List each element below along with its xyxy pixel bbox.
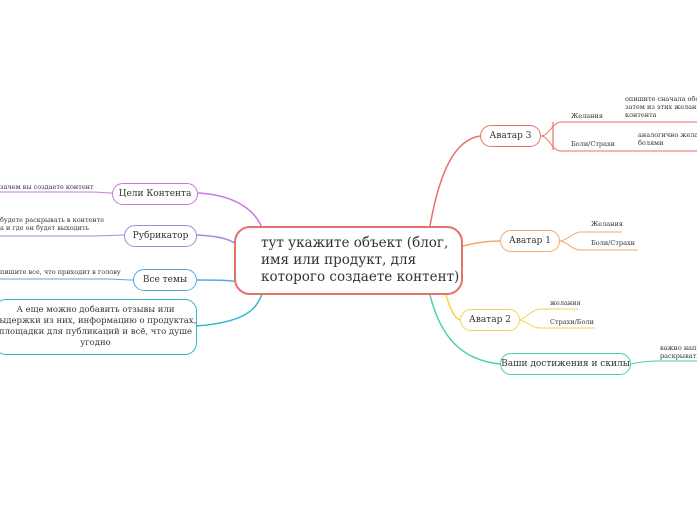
avatar3-pains-note-2[interactable]: болями	[638, 139, 664, 147]
avatar3-pains[interactable]: Боли/Страхи	[571, 140, 615, 148]
central-line-2: имя или продукт, для	[261, 252, 417, 268]
connector-avatar2	[445, 294, 461, 321]
avatar2-wishes[interactable]: желания	[550, 299, 581, 307]
node-achievements[interactable]: Ваши достижения и скилы	[500, 353, 631, 375]
central-line-3: которого создаете контент)	[261, 269, 460, 285]
reviews-line-1: А еще можно добавить отзывы или	[16, 305, 175, 315]
connector-avatar3	[429, 135, 481, 227]
node-rubricator[interactable]: Рубрикатор	[124, 225, 197, 247]
rubricator-note-1[interactable]: будете раскрывать в контенте	[0, 216, 105, 224]
connector-achievements-sub	[630, 360, 697, 365]
node-avatar3-label: Аватар 3	[489, 131, 532, 141]
connector-avatar1	[462, 240, 501, 247]
connector-avatar3-sub	[540, 121, 625, 137]
connector-goals	[197, 192, 263, 229]
connector-avatar1-sub	[559, 231, 622, 242]
node-avatar1-label: Аватар 1	[509, 236, 551, 246]
avatar2-pains[interactable]: Страхи/Боли	[550, 318, 594, 326]
node-rubricator-label: Рубрикатор	[132, 231, 189, 241]
avatar3-wishes-note-2[interactable]: затем из этих желаний с	[625, 103, 697, 111]
node-goals-label: Цели Контента	[118, 189, 192, 199]
connector-avatar3-sub2	[540, 135, 697, 152]
avatar3-wishes-note-1[interactable]: опишите сначала обобщ	[625, 95, 697, 103]
connector-rubricator	[196, 234, 237, 245]
avatar3-wishes[interactable]: Желания	[571, 112, 603, 120]
node-topics[interactable]: Все темы	[133, 269, 197, 291]
achievements-note-2[interactable]: раскрывать	[660, 352, 697, 360]
avatar1-pains[interactable]: Боли/Страхи	[591, 239, 635, 247]
node-avatar2[interactable]: Аватар 2	[460, 309, 520, 331]
connector-avatar2-sub	[519, 308, 578, 321]
node-topics-label: Все темы	[142, 275, 188, 285]
avatar3-wishes-note-3[interactable]: контента	[625, 111, 657, 119]
node-avatar1[interactable]: Аватар 1	[500, 230, 560, 252]
connector-avatar2-sub2	[519, 319, 595, 329]
central-line-1: тут укажите объект (блог,	[261, 235, 449, 251]
connector-achievements	[429, 294, 501, 365]
reviews-line-3: площадки для публикаций и всё, что душе	[0, 327, 193, 337]
connector-rubricator-sub	[0, 234, 125, 237]
reviews-line-2: выдержки из них, информацию о продуктах,	[0, 316, 197, 326]
node-achievements-label: Ваши достижения и скилы	[501, 359, 630, 369]
connector-goals-sub	[0, 191, 113, 194]
node-avatar2-label: Аватар 2	[469, 315, 511, 325]
central-topic[interactable]: тут укажите объект (блог, имя или продук…	[234, 226, 463, 295]
rubricator-note-2[interactable]: а и где он будет выходить	[0, 224, 90, 232]
node-avatar3[interactable]: Аватар 3	[480, 125, 541, 147]
goals-note[interactable]: зачем вы создаете контент	[0, 183, 94, 191]
node-goals[interactable]: Цели Контента	[112, 183, 198, 205]
reviews-line-4: угодно	[80, 338, 111, 348]
achievements-note-1[interactable]: важно напи	[660, 344, 697, 352]
node-reviews[interactable]: А еще можно добавить отзывы или выдержки…	[0, 299, 197, 355]
connector-reviews	[196, 293, 263, 327]
connector-topics-sub	[0, 278, 134, 281]
avatar3-pains-note-1[interactable]: аналогично желани	[638, 131, 697, 139]
connector-avatar1-sub2	[559, 240, 638, 251]
avatar1-wishes[interactable]: Желания	[591, 220, 623, 228]
topics-note[interactable]: пишите все, что приходит в голову	[0, 268, 121, 276]
